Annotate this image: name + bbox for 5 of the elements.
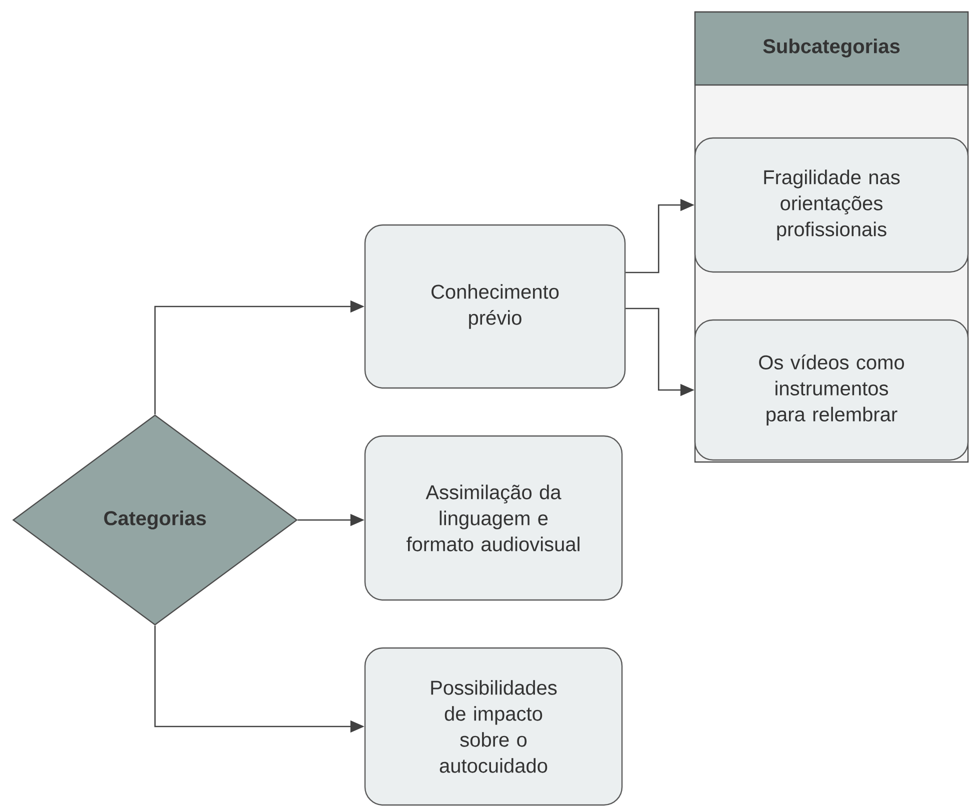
process-box: Possibilidades de impacto sobre o autocuidado (364, 647, 623, 806)
process-box: Assimilação da linguagem e formato audiovisual (364, 435, 623, 601)
process-box: Fragilidade nas orientações profissionais (694, 137, 969, 273)
process-box: Os vídeos como instrumentos para relembrar (694, 319, 969, 461)
process-box: Conhecimento prévio (364, 224, 626, 389)
